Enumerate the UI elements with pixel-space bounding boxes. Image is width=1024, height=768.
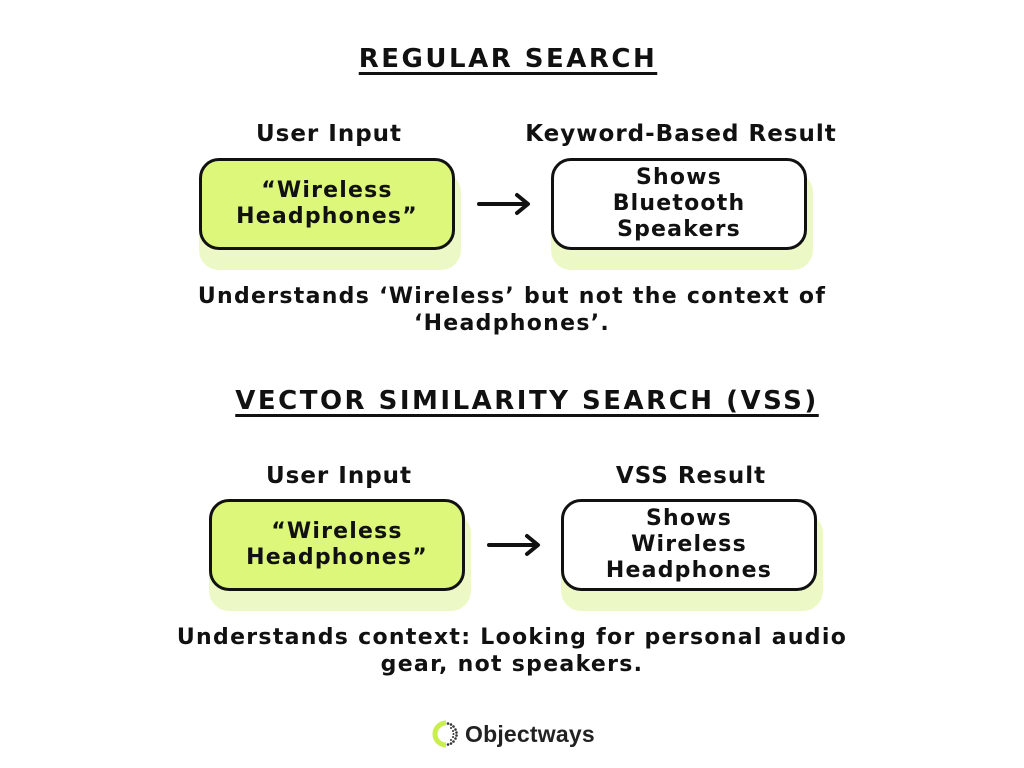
regular-caption: Understands ‘Wireless’ but not the conte… — [197, 284, 827, 336]
regular-result-text: Shows Bluetooth Speakers — [551, 158, 807, 250]
regular-result-label: Keyword-Based Result — [525, 121, 837, 147]
vss-result-box: Shows Wireless Headphones — [561, 499, 823, 611]
vss-input-box: “Wireless Headphones” — [209, 499, 471, 611]
vss-input-text: “Wireless Headphones” — [209, 499, 465, 591]
regular-input-box: “Wireless Headphones” — [199, 158, 461, 270]
vss-input-label: User Input — [265, 463, 413, 489]
regular-input-text: “Wireless Headphones” — [199, 158, 455, 250]
vss-result-label: VSS Result — [615, 463, 767, 489]
vss-result-text: Shows Wireless Headphones — [561, 499, 817, 591]
regular-input-label: User Input — [255, 121, 403, 147]
vss-caption: Understands context: Looking for persona… — [176, 625, 848, 677]
brand-logo: Objectways — [432, 720, 595, 748]
vss-title: VECTOR SIMILARITY SEARCH (VSS) — [235, 386, 819, 416]
arrow-right-icon — [477, 193, 530, 215]
objectways-logo-icon — [432, 720, 458, 748]
arrow-right-icon — [487, 534, 540, 556]
regular-search-title: REGULAR SEARCH — [358, 44, 658, 74]
regular-result-box: Shows Bluetooth Speakers — [551, 158, 813, 270]
brand-name: Objectways — [465, 720, 595, 747]
